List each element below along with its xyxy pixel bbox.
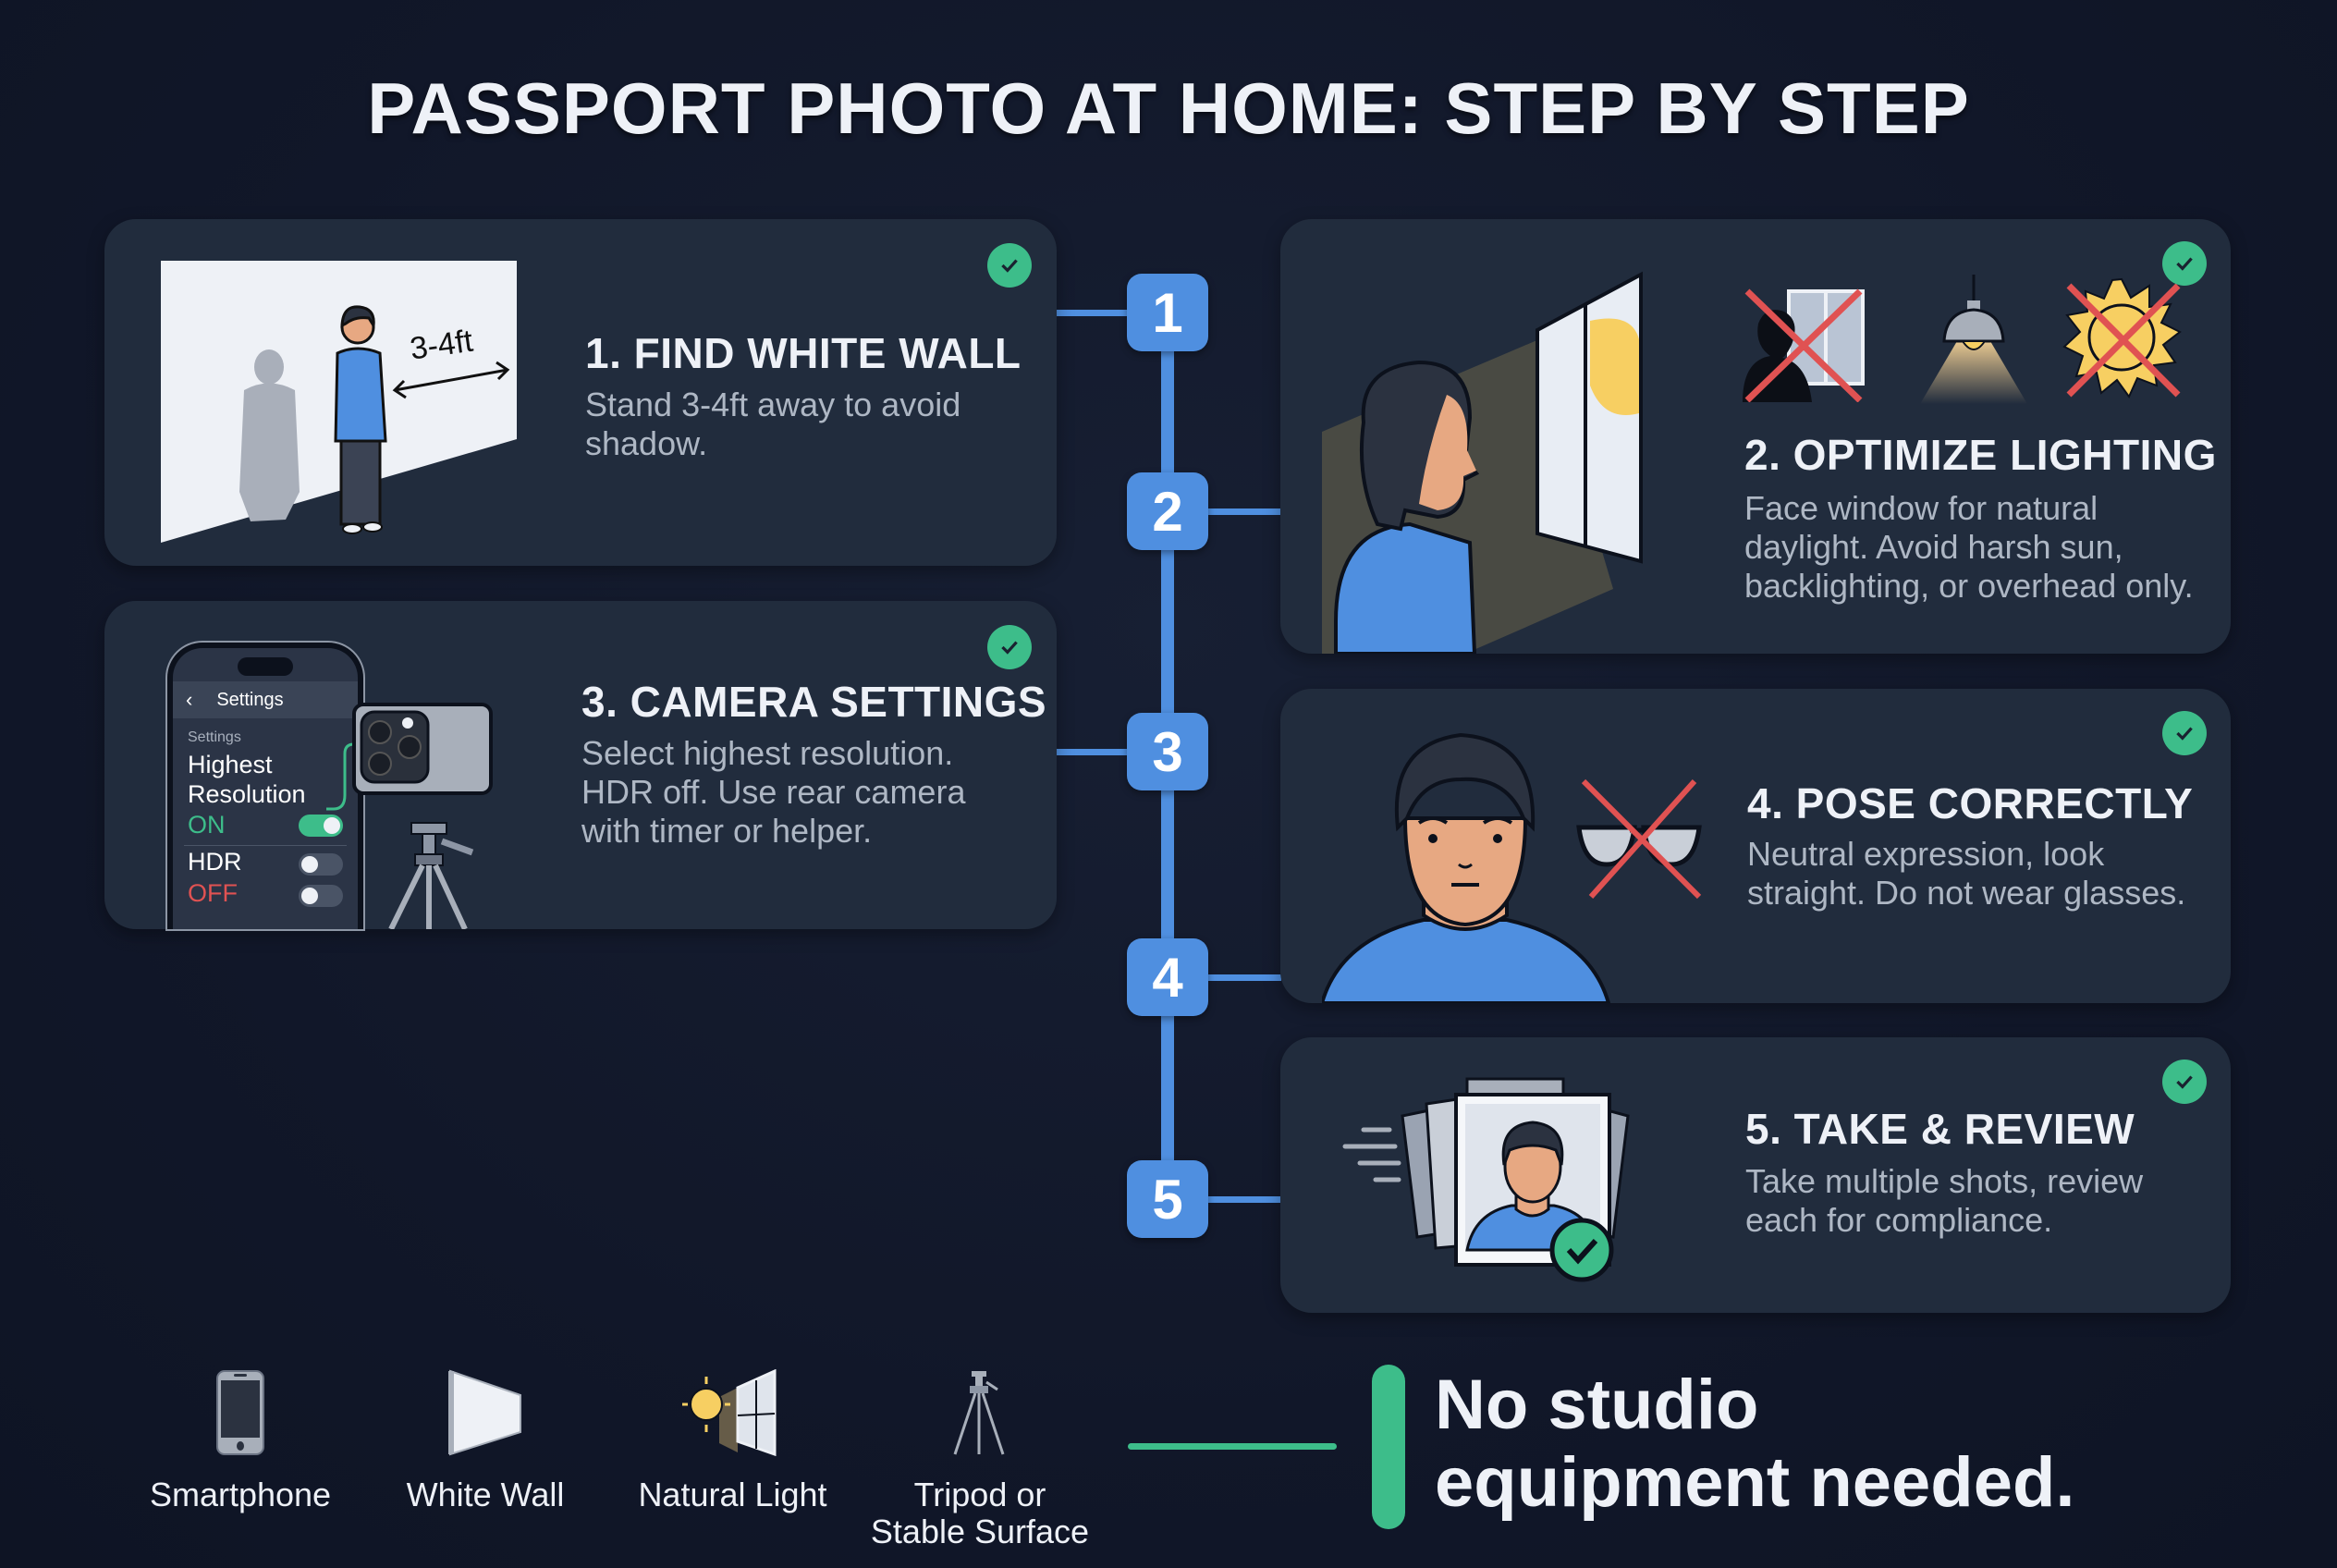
white-wall-illustration: 3-4ft (147, 251, 535, 547)
glasses-crossed-icon (1574, 777, 1704, 901)
connector-5 (1202, 1196, 1281, 1203)
page-title: PASSPORT PHOTO AT HOME: STEP BY STEP (367, 67, 1970, 149)
distance-label: 3-4ft (408, 324, 475, 367)
highest-resolution-toggle[interactable] (299, 815, 343, 837)
requirement-natural-light: Natural Light (624, 1364, 841, 1513)
tripod-icon (855, 1364, 1105, 1456)
step-badge-1: 1 (1127, 274, 1208, 351)
hdr-toggle-2[interactable] (299, 885, 343, 907)
photo-stack-illustration (1327, 1074, 1678, 1296)
setting-highest-resolution-label: Highest Resolution (188, 751, 306, 808)
check-circle-icon (2162, 1060, 2207, 1104)
step-4-title: 4. POSE CORRECTLY (1747, 779, 2194, 827)
requirement-smartphone: Smartphone (134, 1364, 347, 1513)
tagline-accent-bar (1372, 1365, 1405, 1529)
step-card-1: 3-4ft 1. FIND WHITE WALL Stand 3-4ft awa… (104, 219, 1057, 566)
step-badge-5: 5 (1127, 1160, 1208, 1238)
check-circle-icon (987, 243, 1032, 288)
white-wall-icon (384, 1364, 587, 1456)
tagline-line2: equipment needed. (1435, 1443, 2075, 1522)
requirement-label: Tripod or Stable Surface (855, 1476, 1105, 1550)
rear-camera-tripod-illustration (326, 693, 539, 931)
setting-hdr-label: HDR (188, 848, 242, 876)
check-circle-icon (2162, 711, 2207, 755)
connector-3 (1057, 749, 1131, 755)
requirement-label: Natural Light (638, 1476, 827, 1513)
step-card-2: 2. OPTIMIZE LIGHTING Face window for nat… (1280, 219, 2231, 655)
phone-header: ‹ Settings (173, 681, 358, 718)
phone-notch (238, 657, 293, 676)
check-circle-icon (2162, 241, 2207, 286)
step-3-title: 3. CAMERA SETTINGS (581, 678, 1047, 726)
neutral-face-illustration (1319, 726, 1618, 1005)
step-2-title: 2. OPTIMIZE LIGHTING (1744, 431, 2217, 479)
back-chevron-icon[interactable]: ‹ (186, 688, 193, 711)
tagline-line1: No studio (1435, 1366, 1759, 1444)
phone-header-title: Settings (216, 689, 284, 710)
step-4-description: Neutral expression, look straight. Do no… (1747, 835, 2186, 912)
connector-4 (1202, 974, 1281, 981)
requirement-label: Smartphone (149, 1476, 332, 1513)
hdr-toggle[interactable] (299, 853, 343, 876)
connector-1 (1057, 310, 1131, 316)
smartphone-icon (134, 1364, 347, 1456)
phone-section-label: Settings (188, 729, 241, 745)
step-1-title: 1. FIND WHITE WALL (585, 329, 1022, 377)
requirement-label-line2: Stable Surface (870, 1513, 1090, 1550)
overhead-lamp-icon (1909, 275, 2038, 404)
step-card-5: 5. TAKE & REVIEW Take multiple shots, re… (1280, 1037, 2231, 1313)
person-facing-window-illustration (1308, 265, 1696, 655)
check-circle-icon (987, 625, 1032, 669)
step-5-description: Take multiple shots, review each for com… (1745, 1162, 2144, 1239)
requirement-label-line1: Tripod or (913, 1476, 1046, 1513)
step-5-title: 5. TAKE & REVIEW (1745, 1105, 2135, 1153)
requirement-tripod: Tripod or Stable Surface (855, 1364, 1105, 1550)
step-badge-3: 3 (1127, 713, 1208, 790)
natural-light-icon (624, 1364, 841, 1456)
harsh-sun-crossed-icon (2060, 275, 2184, 399)
requirement-label: White Wall (406, 1476, 565, 1513)
step-2-description: Face window for natural daylight. Avoid … (1744, 489, 2194, 605)
step-card-4: 4. POSE CORRECTLY Neutral expression, lo… (1280, 689, 2231, 1005)
step-badge-2: 2 (1127, 472, 1208, 550)
tagline: No studio equipment needed. (1435, 1366, 2267, 1522)
tagline-connector (1128, 1443, 1337, 1450)
step-badge-4: 4 (1127, 938, 1208, 1016)
backlit-silhouette-crossed-icon (1738, 282, 1867, 403)
step-card-3: ‹ Settings Settings Highest Resolution O… (104, 601, 1057, 931)
setting-highest-resolution-value: ON (188, 811, 226, 839)
step-3-description: Select highest resolution. HDR off. Use … (581, 734, 966, 850)
setting-hdr-value: OFF (188, 879, 238, 907)
connector-2 (1202, 508, 1281, 515)
step-1-description: Stand 3-4ft away to avoid shadow. (585, 386, 961, 462)
requirement-white-wall: White Wall (384, 1364, 587, 1513)
